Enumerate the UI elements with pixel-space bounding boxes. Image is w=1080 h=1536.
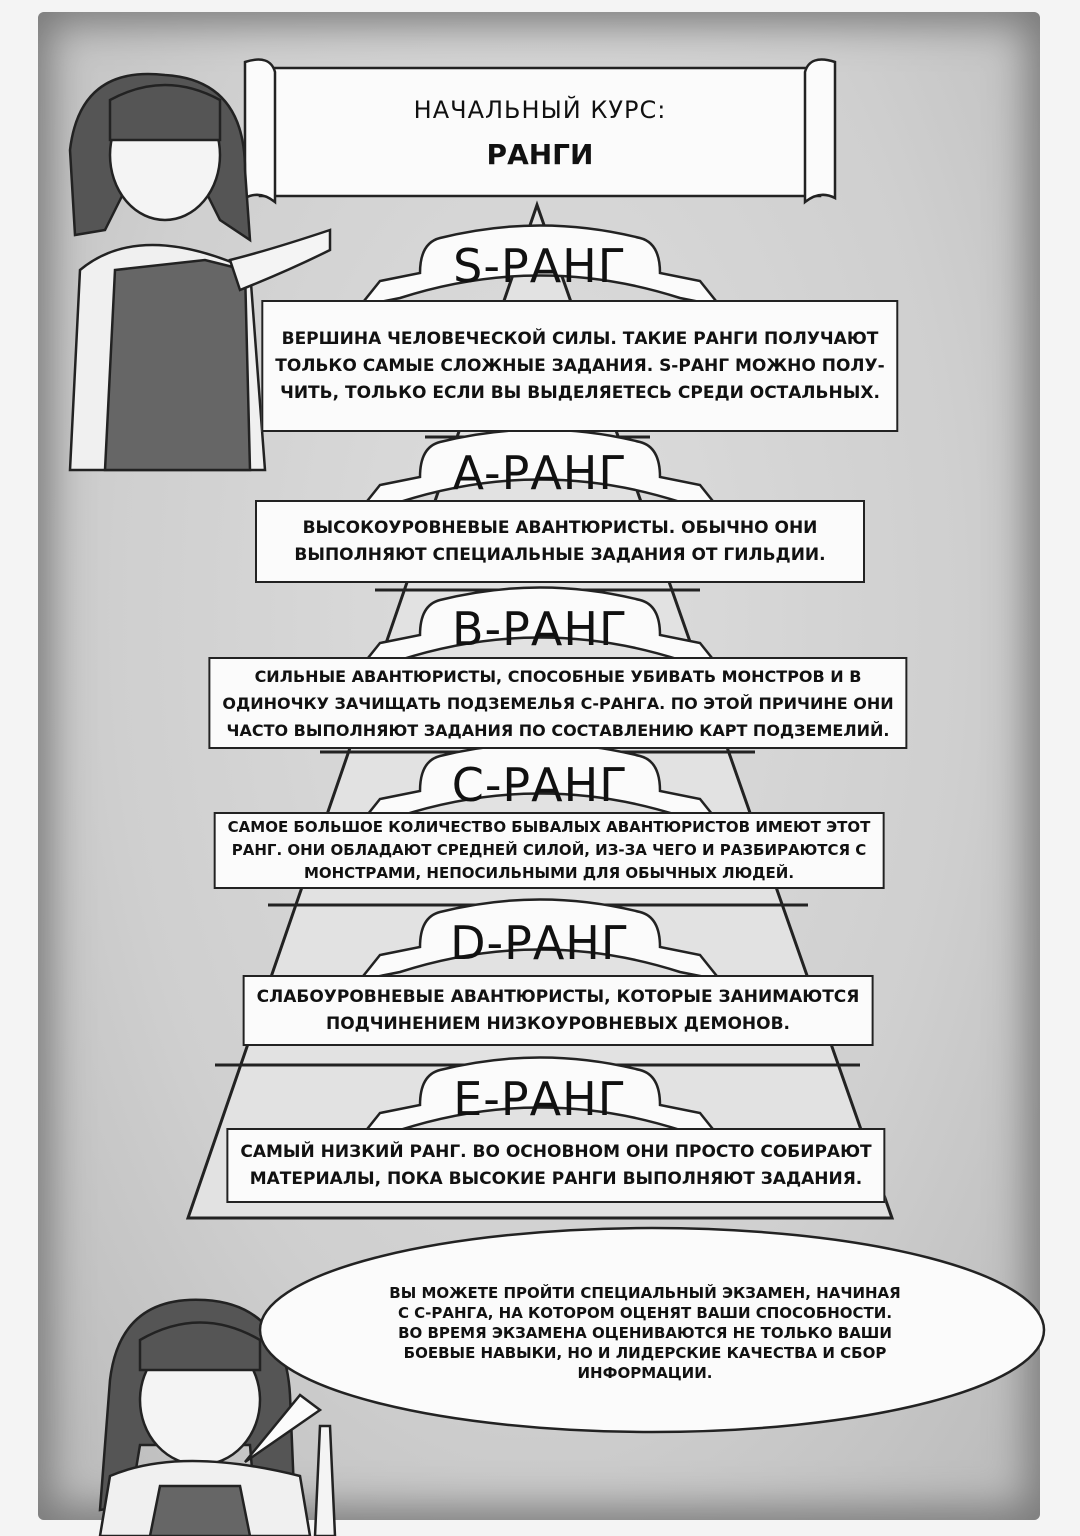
rank-title-a: A-РАНГ bbox=[452, 446, 628, 500]
rank-title-s: S-РАНГ bbox=[453, 239, 627, 293]
desc-line: СЛАБОУРОВНЕВЫЕ АВАНТЮРИСТЫ, КОТОРЫЕ ЗАНИ… bbox=[256, 986, 860, 1007]
desc-line: ЧАСТО ВЫПОЛНЯЮТ ЗАДАНИЯ ПО СОСТАВЛЕНИЮ К… bbox=[226, 720, 890, 740]
rank-ribbon-banner bbox=[356, 742, 724, 826]
rank-description-s: ВЕРШИНА ЧЕЛОВЕЧЕСКОЙ СИЛЫ. ТАКИЕ РАНГИ П… bbox=[261, 300, 899, 432]
desc-line: МАТЕРИАЛЫ, ПОКА ВЫСОКИЕ РАНГИ ВЫПОЛНЯЮТ … bbox=[249, 1168, 863, 1189]
speech-bubble-shape bbox=[244, 1226, 1046, 1464]
speech-line: ВО ВРЕМЯ ЭКЗАМЕНА ОЦЕНИВАЮТСЯ НЕ ТОЛЬКО … bbox=[398, 1324, 892, 1342]
guide-character-bottom bbox=[98, 1298, 337, 1536]
desc-line: ВЫСОКОУРОВНЕВЫЕ АВАНТЮРИСТЫ. ОБЫЧНО ОНИ bbox=[302, 517, 818, 538]
rank-title-d: D-РАНГ bbox=[450, 916, 630, 970]
rank-ribbon-banner bbox=[356, 224, 724, 308]
desc-line: МОНСТРАМИ, НЕПОСИЛЬНЫМИ ДЛЯ ОБЫЧНЫХ ЛЮДЕ… bbox=[303, 864, 795, 882]
desc-line: ВЕРШИНА ЧЕЛОВЕЧЕСКОЙ СИЛЫ. ТАКИЕ РАНГИ П… bbox=[281, 328, 879, 349]
desc-line: ЧИТЬ, ТОЛЬКО ЕСЛИ ВЫ ВЫДЕЛЯЕТЕСЬ СРЕДИ О… bbox=[280, 382, 880, 403]
speech-line: БОЕВЫЕ НАВЫКИ, НО И ЛИДЕРСКИЕ КАЧЕСТВА И… bbox=[403, 1344, 887, 1362]
speech-bubble-text: ВЫ МОЖЕТЕ ПРОЙТИ СПЕЦИАЛЬНЫЙ ЭКЗАМЕН, НА… bbox=[290, 1283, 1000, 1383]
desc-line: ОДИНОЧКУ ЗАЧИЩАТЬ ПОДЗЕМЕЛЬЯ С-РАНГА. ПО… bbox=[222, 693, 894, 713]
desc-line: ПОДЧИНЕНИЕМ НИЗКОУРОВНЕВЫХ ДЕМОНОВ. bbox=[325, 1013, 791, 1034]
speech-line: ВЫ МОЖЕТЕ ПРОЙТИ СПЕЦИАЛЬНЫЙ ЭКЗАМЕН, НА… bbox=[389, 1284, 901, 1302]
rank-description-d: СЛАБОУРОВНЕВЫЕ АВАНТЮРИСТЫ, КОТОРЫЕ ЗАНИ… bbox=[242, 975, 874, 1046]
title-scroll bbox=[243, 58, 837, 205]
title-line-1: НАЧАЛЬНЫЙ КУРС: bbox=[413, 96, 667, 124]
speech-line: С С-РАНГА, НА КОТОРОМ ОЦЕНЯТ ВАШИ СПОСОБ… bbox=[397, 1304, 893, 1322]
desc-line: СИЛЬНЫЕ АВАНТЮРИСТЫ, СПОСОБНЫЕ УБИВАТЬ М… bbox=[254, 666, 862, 686]
desc-line: ВЫПОЛНЯЮТ СПЕЦИАЛЬНЫЕ ЗАДАНИЯ ОТ ГИЛЬДИИ… bbox=[294, 544, 826, 565]
rank-title-b: B-РАНГ bbox=[451, 602, 628, 656]
rank-ribbon-banner bbox=[356, 898, 724, 982]
rank-description-a: ВЫСОКОУРОВНЕВЫЕ АВАНТЮРИСТЫ. ОБЫЧНО ОНИ … bbox=[255, 500, 865, 583]
rank-description-e: САМЫЙ НИЗКИЙ РАНГ. ВО ОСНОВНОМ ОНИ ПРОСТ… bbox=[226, 1128, 886, 1203]
rank-description-b: СИЛЬНЫЕ АВАНТЮРИСТЫ, СПОСОБНЫЕ УБИВАТЬ М… bbox=[208, 657, 908, 749]
title-line-2: РАНГИ bbox=[486, 138, 594, 171]
rank-description-c: САМОЕ БОЛЬШОЕ КОЛИЧЕСТВО БЫВАЛЫХ АВАНТЮР… bbox=[213, 812, 885, 889]
page-title: НАЧАЛЬНЫЙ КУРС: РАНГИ bbox=[340, 96, 740, 171]
rank-ribbon-banner bbox=[356, 428, 724, 512]
rank-ribbon-banner bbox=[356, 586, 724, 670]
desc-line: РАНГ. ОНИ ОБЛАДАЮТ СРЕДНЕЙ СИЛОЙ, ИЗ-ЗА … bbox=[231, 841, 867, 859]
rank-title-c: C-РАНГ bbox=[451, 758, 629, 812]
desc-line: САМЫЙ НИЗКИЙ РАНГ. ВО ОСНОВНОМ ОНИ ПРОСТ… bbox=[240, 1141, 872, 1162]
guide-character-top bbox=[68, 72, 332, 472]
speech-line: ИНФОРМАЦИИ. bbox=[577, 1364, 713, 1382]
desc-line: САМОЕ БОЛЬШОЕ КОЛИЧЕСТВО БЫВАЛЫХ АВАНТЮР… bbox=[227, 818, 871, 836]
desc-line: ТОЛЬКО САМЫЕ СЛОЖНЫЕ ЗАДАНИЯ. S-РАНГ МОЖ… bbox=[275, 355, 885, 376]
rank-title-e: E-РАНГ bbox=[453, 1072, 627, 1126]
rank-ribbon-banner bbox=[356, 1056, 724, 1140]
